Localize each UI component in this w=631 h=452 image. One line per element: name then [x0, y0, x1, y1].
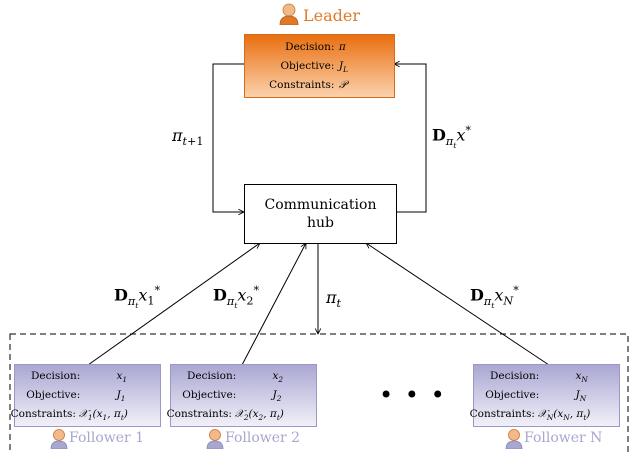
follower-n-constraints-key: Constraints: — [469, 408, 535, 420]
communication-hub: Communication hub — [244, 184, 397, 244]
edge-hub-to-leader — [394, 64, 427, 213]
edge-follower1-to-hub — [87, 243, 260, 366]
follower-n-decision-value: xN — [575, 370, 588, 385]
more-followers-ellipsis: • • • — [379, 381, 447, 409]
follower-1-decision-key: Decision: — [31, 370, 81, 382]
leader-title: Leader — [303, 6, 360, 25]
followers-region — [9, 333, 629, 452]
follower-n-name: Follower N — [524, 430, 603, 446]
edge-follower2-to-hub — [241, 243, 307, 366]
edge-leader-to-hub — [212, 63, 244, 212]
follower-1-person-icon — [50, 429, 68, 449]
leader-person-icon — [279, 3, 299, 25]
hub-line2: hub — [307, 215, 334, 231]
label-pi-t: πt — [326, 288, 342, 311]
label-d-pi-x2-star: Dπtx2* — [213, 284, 260, 310]
follower-1-objective-value: J1 — [116, 389, 126, 404]
leader-decision-value: π — [338, 41, 346, 53]
follower-n-objective-value: JN — [575, 389, 587, 404]
follower-1-constraints-value: 𝒳1(x1, πt) — [78, 408, 128, 423]
follower-n-objective-key: Objective: — [485, 389, 540, 401]
leader-objective-value: JL — [338, 60, 348, 75]
follower-1-decision-value: x1 — [116, 370, 128, 385]
follower-2-objective-key: Objective: — [182, 389, 237, 401]
label-d-pi-x-star: Dπtx* — [432, 124, 472, 150]
follower-2-objective-value: J2 — [272, 389, 282, 404]
label-d-pi-x1-star: Dπtx1* — [114, 284, 161, 310]
follower-n-person-icon — [505, 429, 523, 449]
follower-2-person-icon — [206, 429, 224, 449]
leader-constraints-value: 𝒫 — [338, 79, 347, 91]
follower-1-box: Decision: x1 Objective: J1 Constraints: … — [10, 364, 161, 427]
follower-1-name: Follower 1 — [69, 430, 145, 446]
follower-1-objective-key: Objective: — [26, 389, 81, 401]
hub-line1: Communication — [264, 197, 377, 213]
follower-2-box: Decision: x2 Objective: J2 Constraints: … — [166, 364, 317, 427]
edge-followerN-to-hub — [366, 243, 550, 366]
follower-2-decision-key: Decision: — [187, 370, 237, 382]
label-d-pi-xN-star: DπtxN* — [470, 284, 519, 310]
follower-n-constraints-value: 𝒳N(xN, πt) — [537, 408, 591, 423]
follower-n-decision-key: Decision: — [490, 370, 540, 382]
follower-2-name: Follower 2 — [225, 430, 301, 446]
follower-2-decision-value: x2 — [272, 370, 284, 385]
label-pi-t-plus-1: πt+1 — [172, 126, 204, 149]
leader-constraints-key: Constraints: — [269, 79, 335, 91]
follower-n-box: Decision: xN Objective: JN Constraints: … — [469, 364, 620, 427]
leader-decision-key: Decision: — [285, 41, 335, 53]
follower-2-constraints-key: Constraints: — [166, 408, 232, 420]
leader-box: Decision: π Objective: JL Constraints: 𝒫 — [244, 34, 395, 98]
follower-2-constraints-value: 𝒳2(x2, πt) — [234, 408, 284, 423]
leader-objective-key: Objective: — [280, 60, 335, 72]
follower-1-constraints-key: Constraints: — [10, 408, 76, 420]
